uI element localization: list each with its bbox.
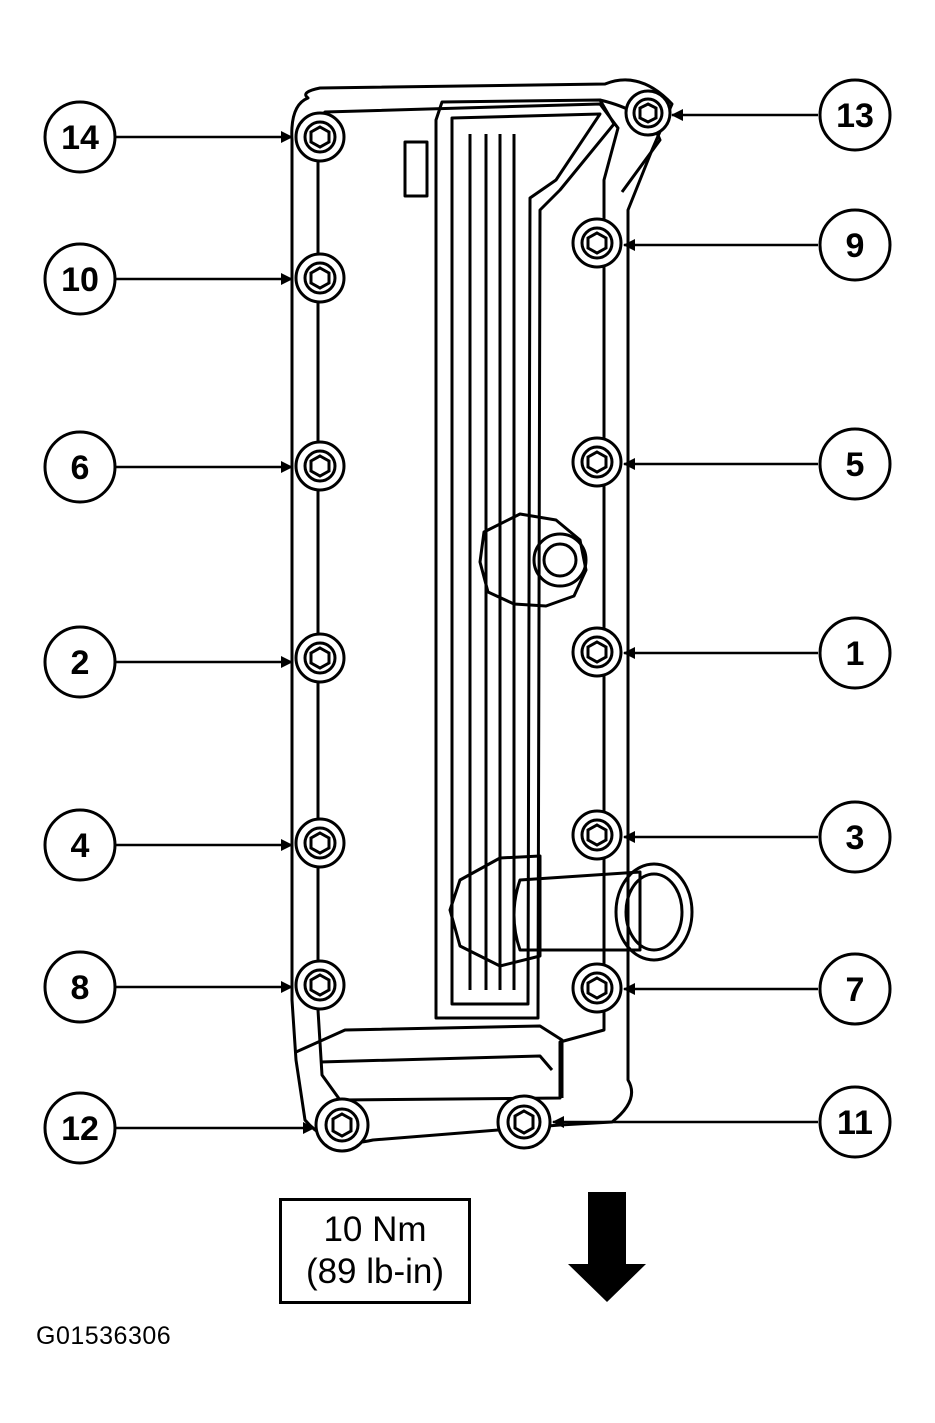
svg-text:3: 3: [846, 819, 865, 857]
bolt-4: [294, 817, 346, 869]
callout-5: 5: [818, 427, 892, 501]
bolt-12: [314, 1097, 370, 1153]
callout-13: 13: [818, 78, 892, 152]
bolt-10: [294, 252, 346, 304]
svg-text:5: 5: [846, 446, 865, 484]
callout-14: 14: [43, 100, 117, 174]
svg-text:1: 1: [846, 635, 865, 673]
torque-spec-box: 10 Nm (89 lb-in): [279, 1198, 471, 1304]
bolt-3: [571, 809, 623, 861]
callout-8: 8: [43, 950, 117, 1024]
bolt-14: [294, 111, 346, 163]
bolt-6: [294, 440, 346, 492]
figure-id: G01536306: [36, 1322, 172, 1350]
bolt-2: [294, 632, 346, 684]
bolts: [294, 89, 672, 1153]
callout-10: 10: [43, 242, 117, 316]
valve-cover: [290, 78, 694, 1144]
svg-text:8: 8: [71, 969, 90, 1007]
callout-12: 12: [43, 1091, 117, 1165]
svg-text:4: 4: [71, 827, 90, 865]
svg-text:2: 2: [71, 644, 90, 682]
svg-text:7: 7: [846, 971, 865, 1009]
torque-imperial: (89 lb-in): [305, 1252, 445, 1291]
callout-4: 4: [43, 808, 117, 882]
svg-text:10: 10: [61, 261, 99, 299]
bolt-1: [571, 626, 623, 678]
bolt-8: [294, 959, 346, 1011]
svg-text:11: 11: [837, 1104, 873, 1142]
callout-6: 6: [43, 430, 117, 504]
svg-text:13: 13: [836, 97, 874, 135]
svg-text:6: 6: [71, 449, 90, 487]
bolt-11: [496, 1094, 552, 1150]
leader-lines: [116, 109, 818, 1134]
callout-11: 11: [818, 1085, 892, 1159]
bolt-5: [571, 436, 623, 488]
callout-9: 9: [818, 208, 892, 282]
svg-text:12: 12: [61, 1110, 99, 1148]
callouts: 14 10 6 2 4 8 12 13 9 5 1 3 7 11: [43, 78, 892, 1165]
svg-text:14: 14: [61, 119, 99, 157]
callout-3: 3: [818, 800, 892, 874]
callout-1: 1: [818, 616, 892, 690]
callout-7: 7: [818, 952, 892, 1026]
bolt-13: [624, 89, 672, 137]
svg-text:9: 9: [846, 227, 865, 265]
bolt-9: [571, 217, 623, 269]
bolt-7: [571, 962, 623, 1014]
down-arrow-icon: [568, 1192, 646, 1302]
callout-2: 2: [43, 625, 117, 699]
torque-metric: 10 Nm: [323, 1210, 427, 1249]
